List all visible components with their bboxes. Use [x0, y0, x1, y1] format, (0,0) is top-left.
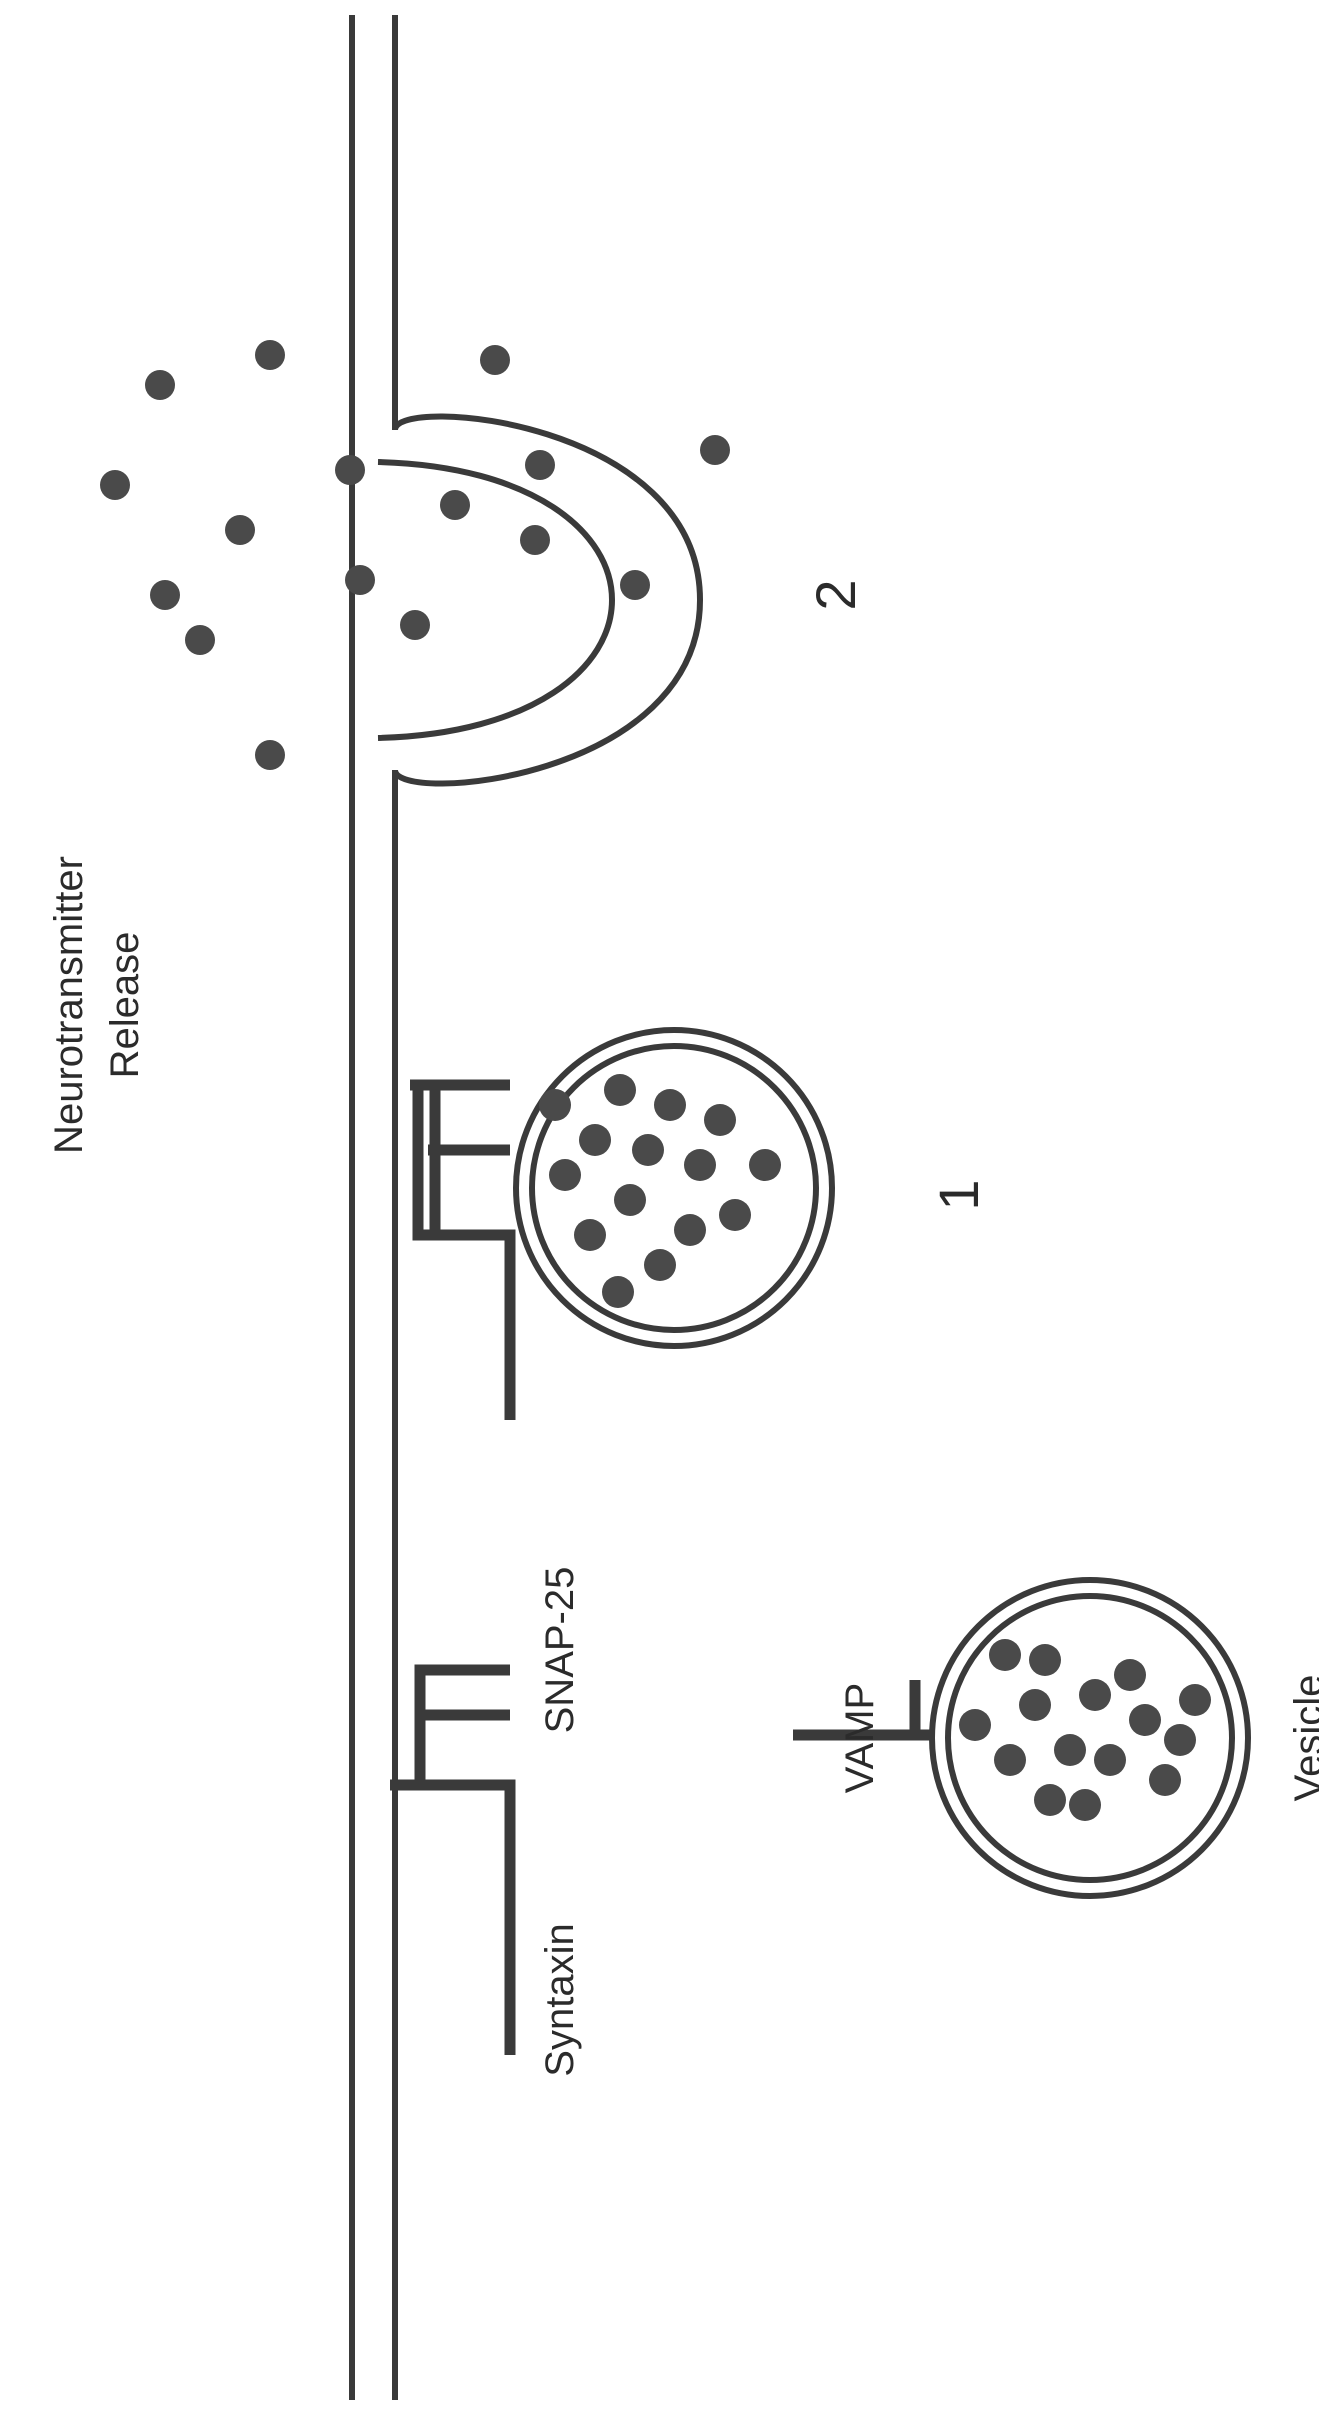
neurotransmitter-dot	[1069, 1789, 1101, 1821]
neurotransmitter-dot	[579, 1124, 611, 1156]
neurotransmitter-dot	[1054, 1734, 1086, 1766]
neurotransmitter-dot	[574, 1219, 606, 1251]
neurotransmitter-dot	[719, 1199, 751, 1231]
release-label-line1: Neurotransmitter	[47, 856, 91, 1154]
neurotransmitter-dot	[549, 1159, 581, 1191]
neurotransmitter-dot	[1019, 1689, 1051, 1721]
release-label-line2: Release	[103, 932, 147, 1079]
neurotransmitter-dot	[632, 1134, 664, 1166]
snap25-label: SNAP-25	[538, 1567, 582, 1734]
neurotransmitter-dot	[749, 1149, 781, 1181]
vesicle-label: Vesicle	[1287, 1675, 1319, 1802]
free-vesicle	[932, 1580, 1248, 1896]
neurotransmitter-dot	[1179, 1684, 1211, 1716]
fusion-pore-inner	[378, 462, 612, 738]
neurotransmitter-dot	[620, 570, 650, 600]
neurotransmitter-dot	[480, 345, 510, 375]
neurotransmitter-dot	[994, 1744, 1026, 1776]
neurotransmitter-dot	[539, 1089, 571, 1121]
neurotransmitter-dot	[604, 1074, 636, 1106]
neurotransmitter-dot	[440, 490, 470, 520]
neurotransmitter-dot	[150, 580, 180, 610]
neurotransmitter-dot	[145, 370, 175, 400]
syntaxin-protein	[390, 1785, 510, 2055]
neurotransmitter-dot	[674, 1214, 706, 1246]
neurotransmitter-dot	[1149, 1764, 1181, 1796]
plasma-membrane	[352, 15, 700, 2400]
neurotransmitter-dot	[1079, 1679, 1111, 1711]
neurotransmitter-dots-released	[100, 340, 510, 770]
neurotransmitter-dot	[704, 1104, 736, 1136]
vamp-label: VAMP	[838, 1683, 882, 1793]
neurotransmitter-dot	[1034, 1784, 1066, 1816]
neurotransmitter-dot	[400, 610, 430, 640]
neurotransmitter-dot	[644, 1249, 676, 1281]
neurotransmitter-dot	[989, 1639, 1021, 1671]
syntaxin-label: Syntaxin	[538, 1923, 582, 2076]
step-1-label: 1	[927, 1179, 990, 1210]
snap25-protein	[420, 1670, 510, 1785]
neurotransmitter-dot	[602, 1276, 634, 1308]
neurotransmitter-dot	[654, 1089, 686, 1121]
neurotransmitter-dot	[520, 525, 550, 555]
neurotransmitter-dot	[225, 515, 255, 545]
neurotransmitter-dot	[1094, 1744, 1126, 1776]
neurotransmitter-dot	[525, 450, 555, 480]
neurotransmitter-dot	[255, 740, 285, 770]
neurotransmitter-dot	[959, 1709, 991, 1741]
neurotransmitter-dot	[684, 1149, 716, 1181]
neurotransmitter-dot	[1129, 1704, 1161, 1736]
neurotransmitter-dot	[614, 1184, 646, 1216]
neurotransmitter-dot	[255, 340, 285, 370]
neurotransmitter-dot	[185, 625, 215, 655]
snare-complex-docked	[410, 1085, 510, 1420]
neurotransmitter-dot	[100, 470, 130, 500]
neurotransmitter-dot	[345, 565, 375, 595]
neurotransmitter-dot	[1114, 1659, 1146, 1691]
step-2-label: 2	[804, 579, 867, 610]
neurotransmitter-dot	[1029, 1644, 1061, 1676]
neurotransmitter-dot	[700, 435, 730, 465]
neurotransmitter-dot	[335, 455, 365, 485]
neurotransmitter-dot	[1164, 1724, 1196, 1756]
docked-vesicle	[516, 1030, 832, 1346]
